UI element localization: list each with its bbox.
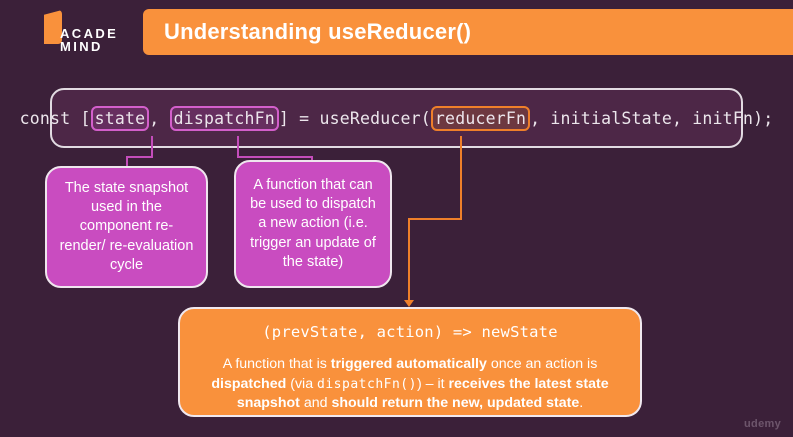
callout-dispatch-text: A function that can be used to dispatch … (250, 177, 376, 270)
reducer-desc-bold-1: triggered automatically (330, 356, 487, 372)
connector-reducer-arrowhead (404, 300, 414, 307)
udemy-watermark: udemy (744, 418, 781, 430)
logo-text-line1: ACADE (60, 26, 119, 41)
connector-dispatch-vertical-1 (237, 136, 239, 158)
reducer-desc-part-4: ) – it (416, 375, 449, 392)
code-line: const [state, dispatchFn] = useReducer(r… (19, 105, 774, 131)
reducer-desc-mono-dispatchfn: dispatchFn() (317, 376, 417, 392)
code-token-dispatchfn: dispatchFn (169, 105, 279, 131)
connector-state-vertical-1 (151, 136, 153, 158)
reducer-desc-part-3: (via (286, 375, 318, 392)
code-panel: const [state, dispatchFn] = useReducer(r… (20, 88, 773, 148)
reducer-desc-bold-4: should return the new, updated state (331, 395, 580, 412)
callout-state-snapshot: The state snapshot used in the component… (45, 166, 208, 288)
reducer-desc-part-2: once an action is (486, 356, 598, 372)
callout-reducer-function: (prevState, action) => newState A functi… (178, 307, 642, 417)
connector-reducer-vertical-2 (408, 218, 410, 304)
connector-dispatch-horizontal (237, 156, 313, 158)
connector-reducer-vertical-1 (460, 136, 462, 220)
connector-state-vertical-2 (126, 156, 128, 168)
reducer-desc-part-1: A function that is (222, 356, 331, 372)
page-title: Understanding useReducer() (164, 19, 472, 44)
code-token-state: state (90, 105, 150, 131)
code-bracket-close: ] (278, 108, 290, 128)
code-assign-usereducer: = useReducer( (289, 108, 431, 128)
header-bar: Understanding useReducer() (143, 9, 793, 55)
code-bracket-open: [ (80, 108, 91, 128)
reducer-desc-part-6: . (579, 395, 584, 412)
code-comma-1: , (149, 108, 170, 128)
academind-logo: ACADE MIND (10, 8, 130, 56)
reducer-description: A function that is triggered automatical… (198, 355, 622, 414)
reducer-desc-bold-2: dispatched (211, 375, 287, 392)
reducer-signature: (prevState, action) => newState (262, 323, 558, 341)
logo-text-line2: MIND (60, 39, 103, 54)
connector-reducer-horizontal (408, 218, 462, 220)
callout-dispatch-function: A function that can be used to dispatch … (234, 160, 392, 288)
reducer-desc-bold-3: receives the latest state snapshot (236, 375, 609, 412)
reducer-desc-part-5: and (299, 395, 332, 412)
academind-flag-icon (44, 10, 62, 44)
connector-state-horizontal (126, 156, 153, 158)
code-keyword-const: const (19, 108, 81, 128)
code-args-rest: , initialState, initFn); (530, 108, 774, 128)
callout-state-text: The state snapshot used in the component… (59, 180, 194, 273)
code-token-reducerfn: reducerFn (430, 105, 531, 131)
